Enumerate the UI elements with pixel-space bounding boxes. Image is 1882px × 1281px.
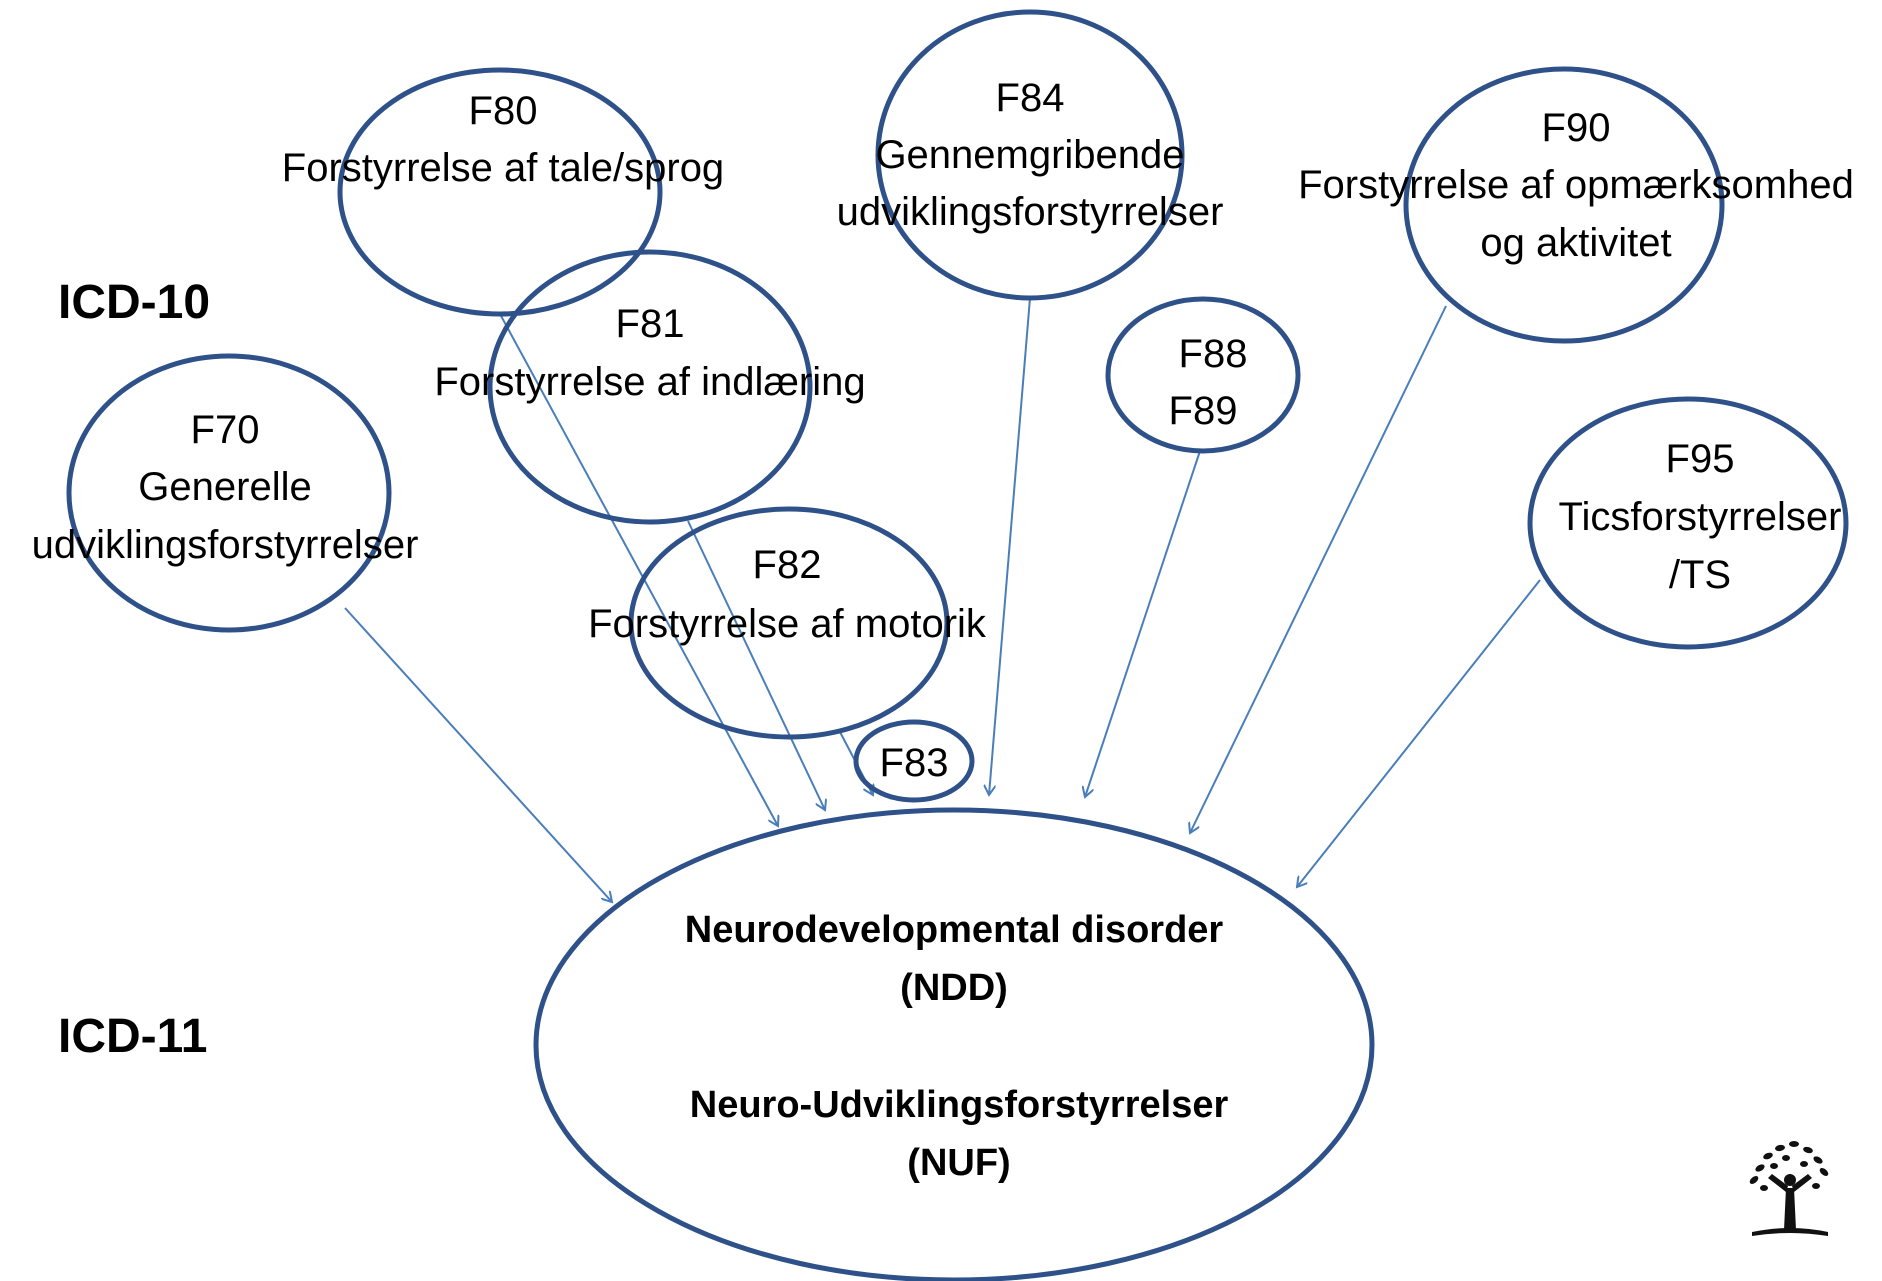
node-f88-f89-ellipse bbox=[1105, 296, 1301, 454]
node-f95-code: F95 bbox=[1666, 437, 1735, 481]
arrow-f70 bbox=[344, 607, 612, 902]
node-f82: F82 Forstyrrelse af motorik bbox=[588, 506, 987, 740]
node-f90-ellipse bbox=[1403, 66, 1725, 344]
node-f88-f89: F88 F89 bbox=[1105, 296, 1301, 454]
tree-logo-icon bbox=[1749, 1141, 1829, 1236]
arrow-f95 bbox=[1297, 579, 1541, 887]
node-f84-name-line1: Gennemgribende bbox=[875, 133, 1184, 177]
node-f90-name-line1: Forstyrrelse af opmærksomhed bbox=[1298, 163, 1854, 207]
node-f84-code: F84 bbox=[996, 76, 1065, 120]
node-ndd-ellipse bbox=[533, 807, 1375, 1281]
ndd-line2: (NDD) bbox=[900, 967, 1008, 1009]
node-f88-code: F88 bbox=[1179, 332, 1248, 376]
arrows bbox=[344, 297, 1541, 902]
node-f80-ellipse bbox=[337, 67, 663, 317]
node-f80: F80 Forstyrrelse af tale/sprog bbox=[282, 67, 724, 317]
node-f70: F70 Generelle udviklingsforstyrrelser bbox=[32, 353, 419, 633]
arrow-f90 bbox=[1190, 305, 1447, 833]
node-f70-code: F70 bbox=[191, 408, 260, 452]
node-f89-code: F89 bbox=[1169, 389, 1238, 433]
node-f82-name: Forstyrrelse af motorik bbox=[588, 602, 987, 646]
node-f81: F81 Forstyrrelse af indlæring bbox=[434, 249, 866, 525]
node-f95-name-line2: /TS bbox=[1669, 553, 1731, 597]
node-f90: F90 Forstyrrelse af opmærksomhed og akti… bbox=[1298, 66, 1854, 344]
node-f70-name-line2: udviklingsforstyrrelser bbox=[32, 523, 419, 567]
node-f70-ellipse bbox=[66, 353, 392, 633]
node-f95-ellipse bbox=[1527, 396, 1849, 650]
arrow-f84 bbox=[989, 297, 1031, 795]
node-f90-code: F90 bbox=[1542, 106, 1611, 150]
node-f83-ellipse bbox=[853, 719, 975, 803]
node-f95-name-line1: Ticsforstyrrelser bbox=[1559, 495, 1842, 539]
node-f84-ellipse bbox=[875, 9, 1185, 301]
ndd-line1: Neurodevelopmental disorder bbox=[685, 909, 1224, 951]
nuf-line1: Neuro-Udviklingsforstyrrelser bbox=[690, 1084, 1229, 1126]
node-ndd: Neurodevelopmental disorder (NDD) Neuro-… bbox=[533, 807, 1375, 1281]
node-f81-ellipse bbox=[487, 249, 813, 525]
arrow-f80 bbox=[499, 313, 778, 826]
icd10-label: ICD-10 bbox=[58, 276, 210, 329]
node-f90-name-line2: og aktivitet bbox=[1480, 221, 1671, 265]
arrow-f81 bbox=[687, 520, 825, 810]
nuf-line2: (NUF) bbox=[907, 1142, 1010, 1184]
node-f83-code: F83 bbox=[880, 741, 949, 785]
node-f82-code: F82 bbox=[753, 543, 822, 587]
node-f81-code: F81 bbox=[616, 302, 685, 346]
icd11-label: ICD-11 bbox=[58, 1010, 207, 1063]
node-f84-name-line2: udviklingsforstyrrelser bbox=[837, 190, 1224, 234]
node-f95: F95 Ticsforstyrrelser /TS bbox=[1527, 396, 1849, 650]
node-f82-ellipse bbox=[628, 506, 950, 740]
node-f84: F84 Gennemgribende udviklingsforstyrrels… bbox=[837, 9, 1224, 301]
node-f80-code: F80 bbox=[469, 89, 538, 133]
node-f70-name-line1: Generelle bbox=[138, 465, 311, 509]
arrow-f88 bbox=[1085, 450, 1201, 797]
node-f80-name: Forstyrrelse af tale/sprog bbox=[282, 146, 724, 190]
node-f83: F83 bbox=[853, 719, 975, 803]
node-f81-name: Forstyrrelse af indlæring bbox=[434, 360, 865, 404]
